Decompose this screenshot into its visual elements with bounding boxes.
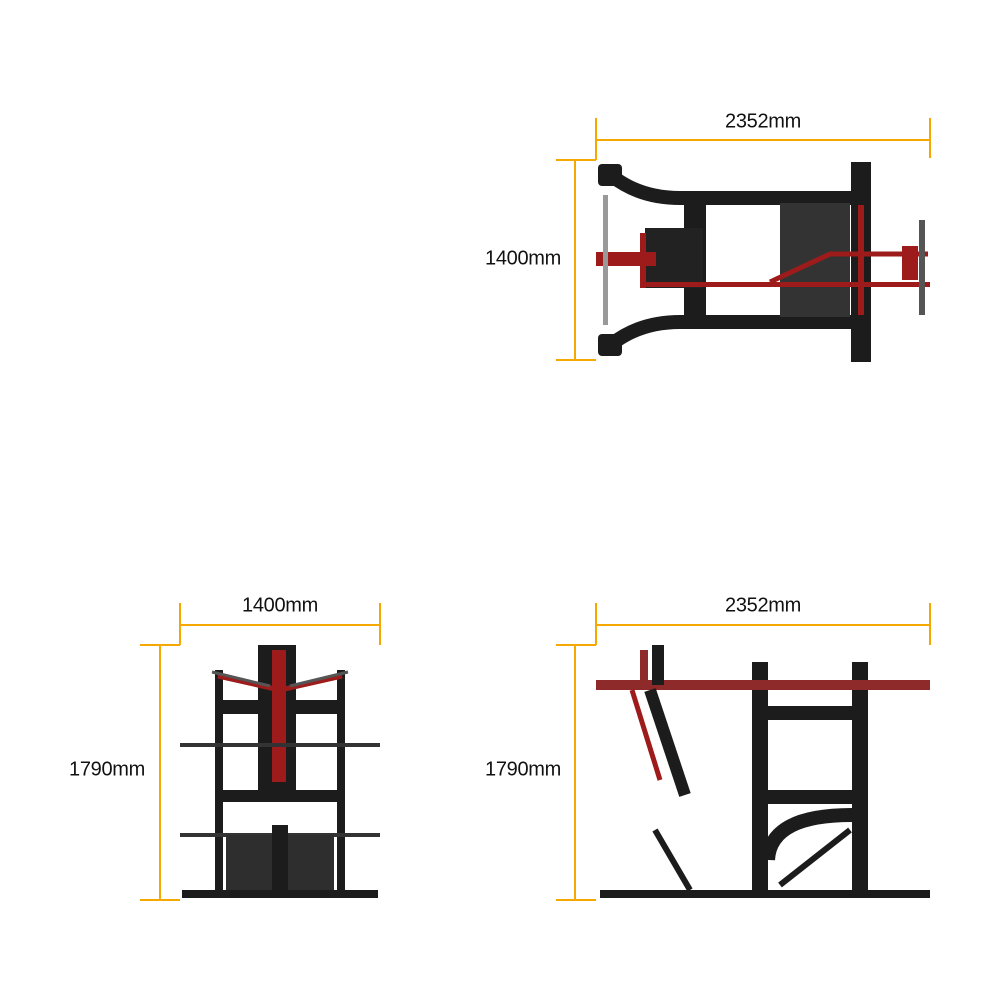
dimension-lines (140, 118, 931, 901)
top-width-dimension (595, 118, 931, 160)
top-width-label: 2352mm (724, 110, 802, 133)
front-width-dimension (179, 603, 381, 645)
side-width-dimension (595, 603, 931, 645)
front-view-machine (180, 645, 380, 898)
side-height-label: 1790mm (484, 758, 562, 781)
side-height-dimension (556, 644, 596, 901)
top-depth-dimension (556, 159, 596, 361)
front-height-label: 1790mm (68, 758, 146, 781)
front-width-label: 1400mm (241, 594, 319, 617)
side-width-label: 2352mm (724, 594, 802, 617)
side-view-machine (596, 645, 930, 898)
top-depth-label: 1400mm (484, 247, 562, 270)
top-view-machine (596, 162, 930, 362)
front-height-dimension (140, 644, 180, 901)
